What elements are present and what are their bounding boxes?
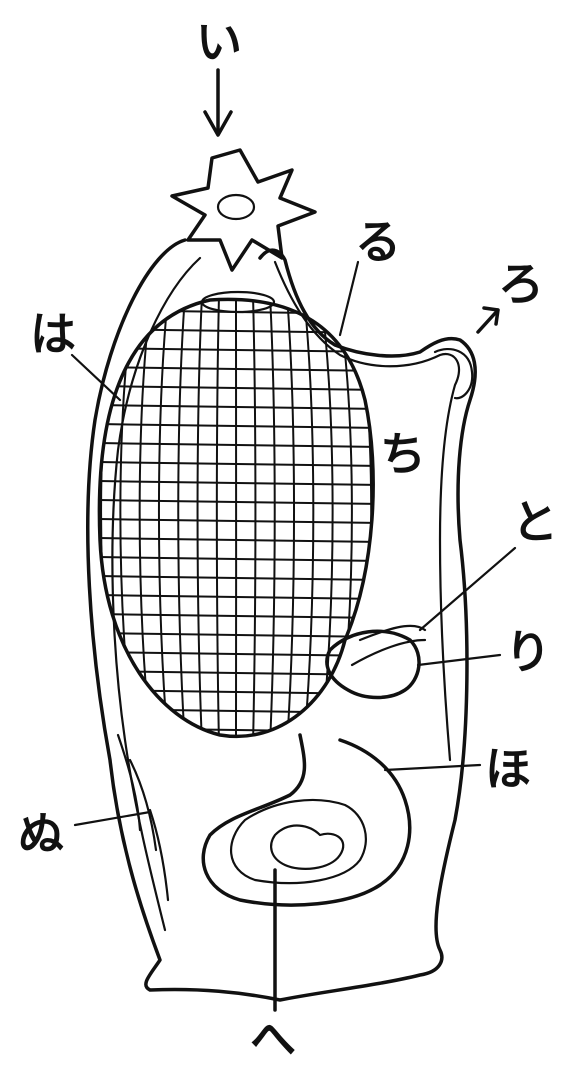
- star-siphon: [172, 150, 315, 270]
- leader-ha: [72, 355, 120, 400]
- label-ha: は: [30, 307, 76, 361]
- label-ro: ろ: [498, 257, 544, 311]
- label-nu: ぬ: [18, 807, 64, 861]
- inner-mantle-right: [275, 262, 459, 760]
- stomach: [327, 631, 419, 697]
- intestine: [203, 735, 409, 905]
- gonad: [271, 826, 343, 869]
- label-to: と: [512, 495, 558, 549]
- top-arrow: [205, 70, 231, 135]
- label-i: い: [196, 15, 242, 69]
- leader-ri: [418, 655, 500, 665]
- label-ru: る: [355, 215, 401, 269]
- branchial-basket: [82, 292, 391, 745]
- label-he: へ: [250, 1012, 296, 1066]
- left-fold-3: [150, 810, 168, 900]
- label-ho: ほ: [485, 742, 531, 796]
- label-chi: ち: [380, 427, 426, 481]
- label-ri: り: [505, 625, 551, 679]
- leader-ho: [385, 765, 480, 770]
- siphon-opening: [218, 195, 254, 219]
- arrow-ro: [478, 308, 498, 332]
- leader-ru: [340, 262, 358, 335]
